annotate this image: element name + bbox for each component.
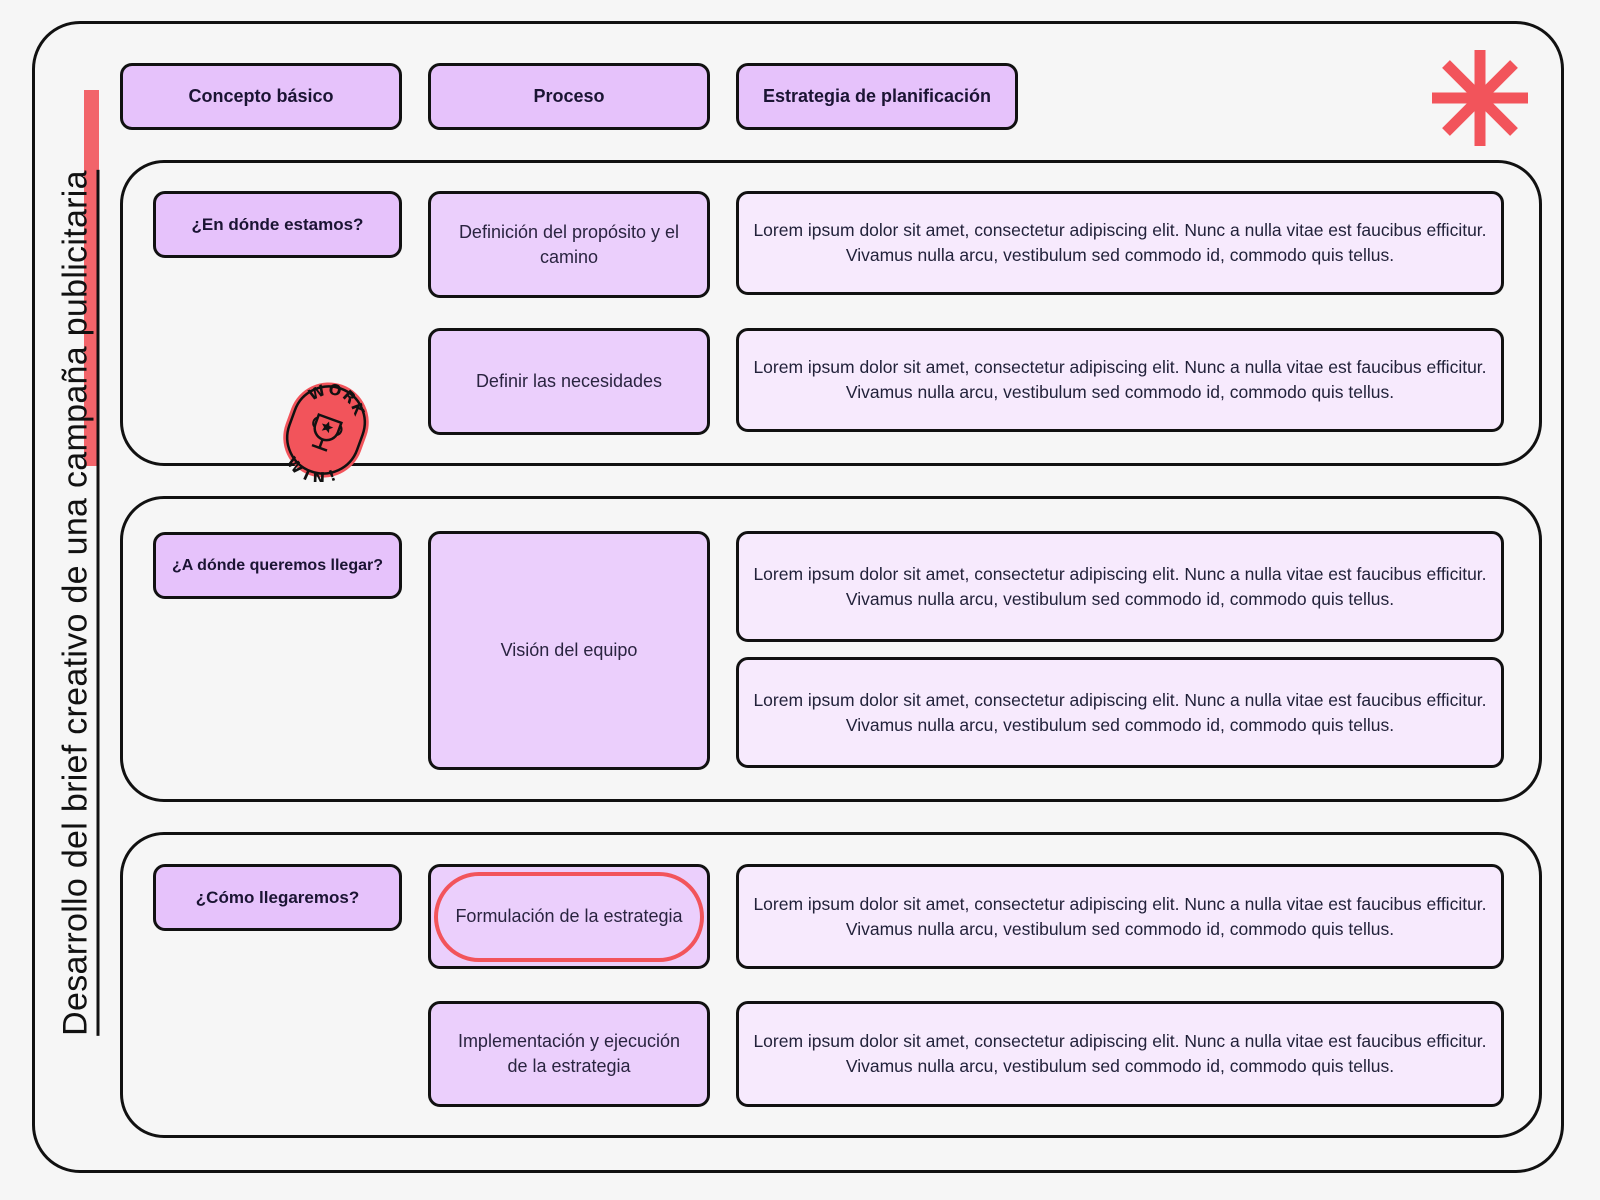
description-box: Lorem ipsum dolor sit amet, consectetur … xyxy=(736,531,1504,642)
question-label: ¿A dónde queremos llegar? xyxy=(153,532,402,599)
title-highlight-stroke xyxy=(84,90,99,466)
header-estrategia: Estrategia de planificación xyxy=(736,63,1018,130)
header-proceso: Proceso xyxy=(428,63,710,130)
highlight-circle xyxy=(434,872,704,962)
description-box: Lorem ipsum dolor sit amet, consectetur … xyxy=(736,1001,1504,1107)
question-label: ¿En dónde estamos? xyxy=(153,191,402,258)
asterisk-icon xyxy=(1432,50,1528,146)
description-box: Lorem ipsum dolor sit amet, consectetur … xyxy=(736,657,1504,768)
trophy-badge-icon: WORK WIN! xyxy=(280,378,372,482)
process-box: Implementación y ejecución de la estrate… xyxy=(428,1001,710,1107)
process-box: Definir las necesidades xyxy=(428,328,710,435)
outer-frame xyxy=(32,21,1564,1173)
question-label: ¿Cómo llegaremos? xyxy=(153,864,402,931)
page-title: Desarrollo del brief creativo de una cam… xyxy=(56,170,100,1036)
description-box: Lorem ipsum dolor sit amet, consectetur … xyxy=(736,864,1504,969)
description-box: Lorem ipsum dolor sit amet, consectetur … xyxy=(736,191,1504,295)
header-concepto-basico: Concepto básico xyxy=(120,63,402,130)
process-box: Visión del equipo xyxy=(428,531,710,770)
description-box: Lorem ipsum dolor sit amet, consectetur … xyxy=(736,328,1504,432)
process-box: Definición del propósito y el camino xyxy=(428,191,710,298)
